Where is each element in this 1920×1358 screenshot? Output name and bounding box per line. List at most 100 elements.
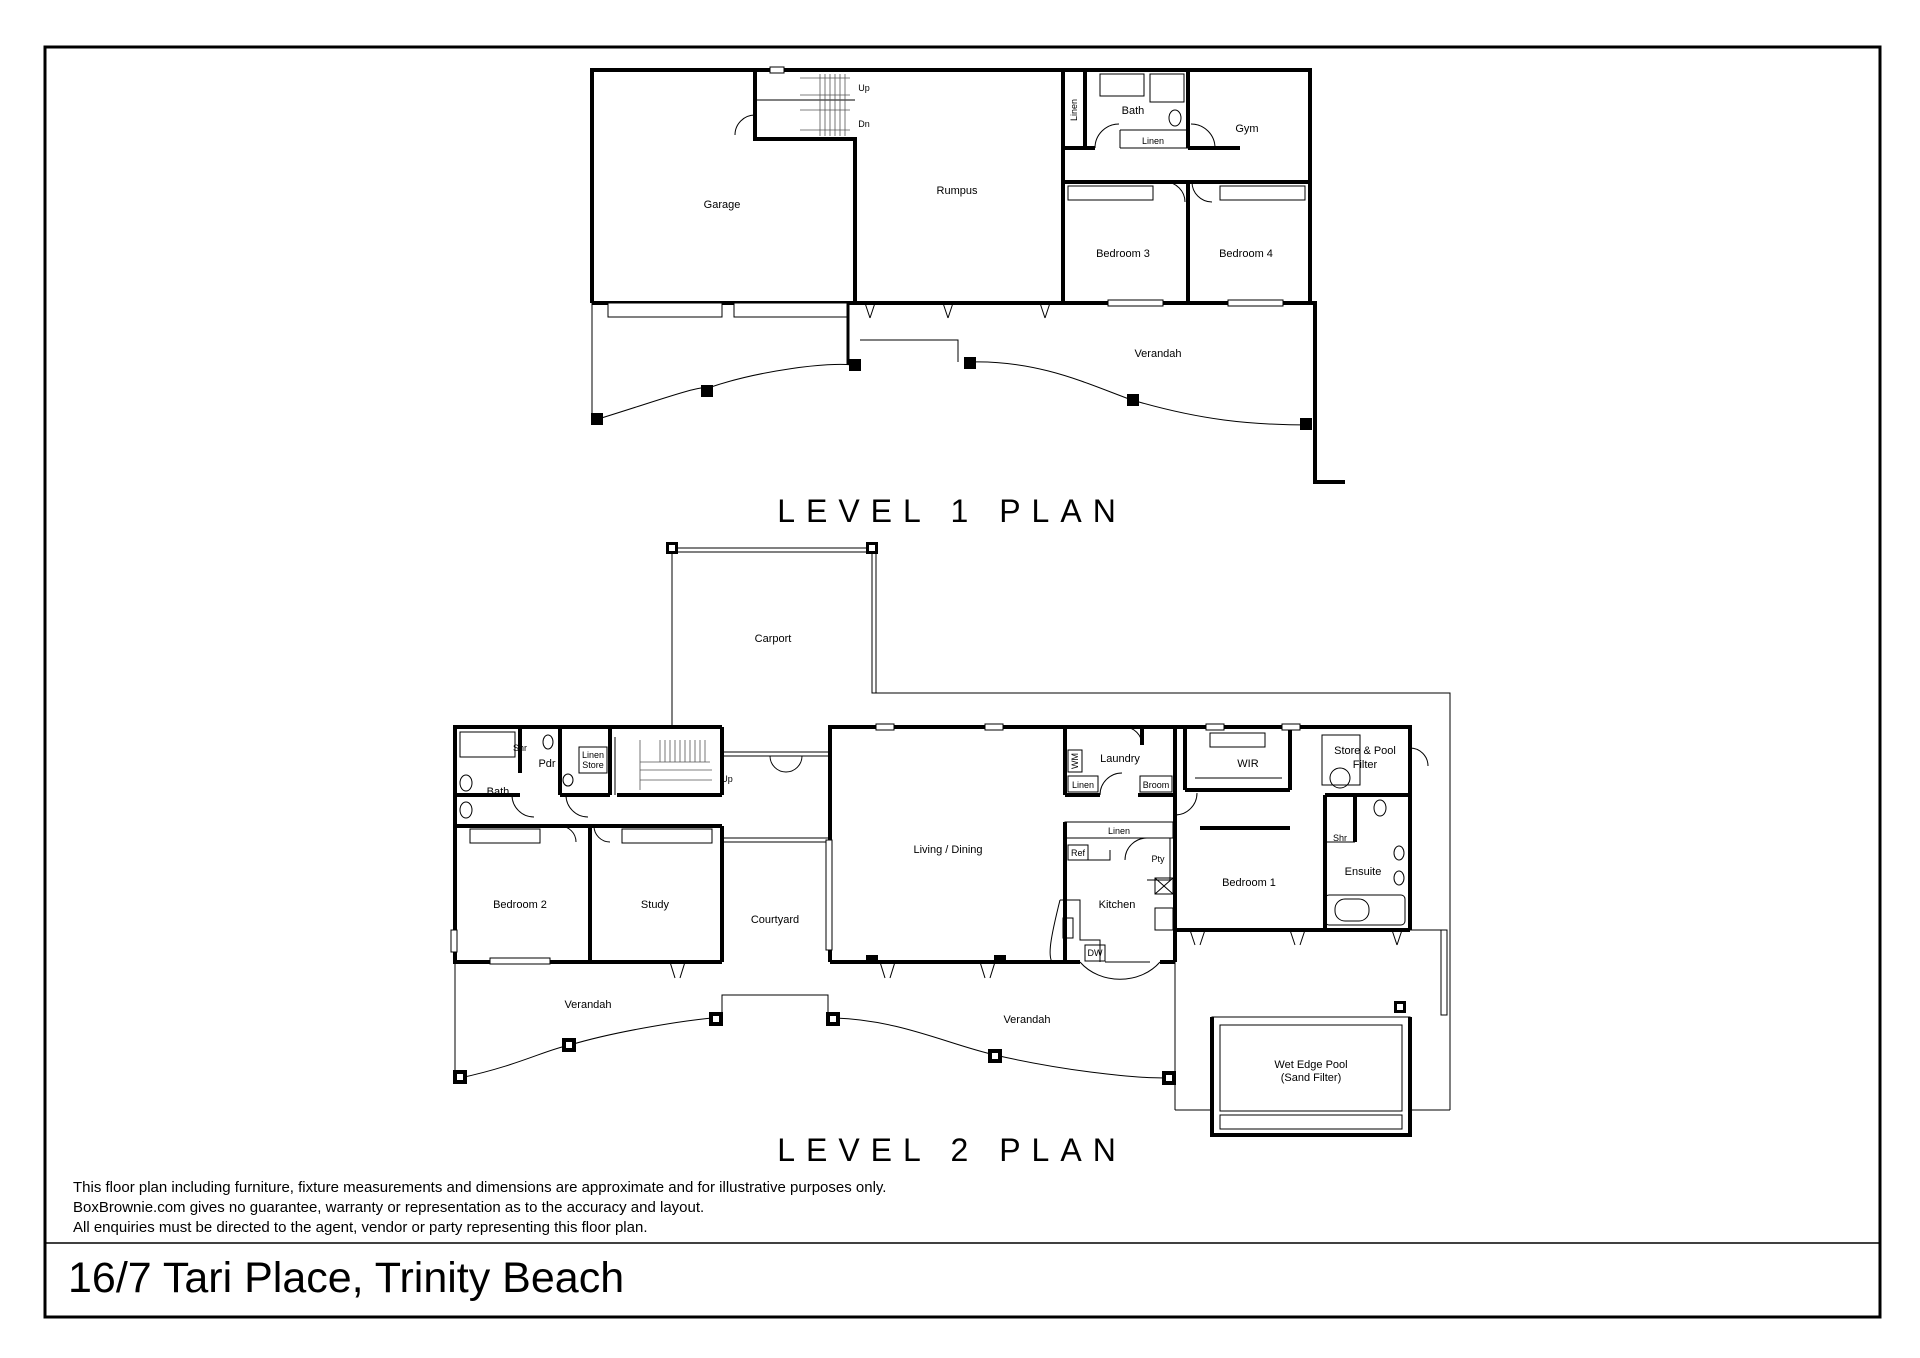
bedroom-1-top-window [1205, 723, 1225, 731]
pdr-toilet [542, 734, 554, 750]
level-2-plan: Up [450, 542, 1451, 1168]
garage-door-left [607, 302, 723, 318]
store-external-door [1409, 747, 1429, 767]
verandah-edge-right [969, 361, 1311, 426]
room-label-wir: WIR [1237, 758, 1258, 770]
room-label-bedroom-2: Bedroom 2 [493, 899, 547, 911]
verandah-post [701, 385, 713, 397]
room-label-kitchen-linen: Linen [1108, 826, 1130, 836]
room-label-pdr: Pdr [538, 758, 555, 770]
room-label-verandah: Verandah [1134, 348, 1181, 360]
pdr-door [565, 794, 589, 818]
room-label-ensuite-shower: Shr [1333, 833, 1347, 843]
level-1-stairs [800, 74, 850, 136]
carport-post-inner [869, 545, 875, 551]
verandah-edge-left [459, 1017, 713, 1079]
dishwasher [1084, 944, 1106, 962]
laundry-door [1099, 772, 1123, 796]
kitchen-island [1060, 899, 1101, 962]
verandah-step [721, 994, 829, 1018]
verandah-post [964, 357, 976, 369]
laundry-linen-cupboard [1067, 775, 1099, 793]
wir-shelf [1209, 732, 1266, 748]
room-label-living-dining: Living / Dining [913, 844, 982, 856]
garage-side-door [734, 114, 756, 136]
bedroom-3-window [1107, 299, 1164, 307]
verandah-post [1300, 418, 1312, 430]
bath-toilet [459, 774, 473, 792]
pdr-basin [562, 773, 574, 787]
bedroom-4-window [1227, 299, 1284, 307]
living-column [866, 955, 878, 964]
bedroom-2-door [559, 825, 577, 843]
bedroom-1-sliding-doors [1189, 929, 1403, 946]
bedroom-2-side-window [450, 929, 458, 953]
bedroom-1-top-window [1281, 723, 1301, 731]
disclaimer: This floor plan including furniture, fix… [73, 1178, 886, 1238]
bathtub [1334, 898, 1370, 922]
garage-door-right [733, 302, 849, 318]
room-label-shower: Shr [513, 743, 527, 753]
laundry-external-door [1123, 726, 1143, 746]
stair-up-label: Up [721, 774, 733, 784]
pool-filter [1329, 767, 1351, 789]
level-1-exterior-wall [590, 68, 1312, 303]
bedroom-4-door [1191, 181, 1213, 203]
room-label-laundry-linen: Linen [1072, 780, 1094, 790]
refrigerator [1067, 844, 1089, 861]
bath-toilet [1168, 109, 1182, 127]
pool-fence-window [1440, 929, 1448, 1016]
bedroom-3-wardrobe [1067, 185, 1154, 201]
bedroom-2-wardrobe [469, 828, 541, 844]
entry-double-door [769, 755, 803, 773]
room-label-courtyard: Courtyard [751, 914, 799, 926]
room-label-laundry: Laundry [1100, 753, 1140, 765]
sheet-border [43, 45, 1882, 1319]
bedroom-2-window [489, 957, 551, 965]
disclaimer-line: All enquiries must be directed to the ag… [73, 1219, 648, 1236]
living-column [994, 955, 1006, 964]
room-label-study: Study [641, 899, 670, 911]
kitchen-sink [1062, 917, 1074, 939]
pool-wet-edge [1219, 1114, 1403, 1130]
kitchen-cooktop [1154, 907, 1174, 931]
carport-post-inner [669, 545, 675, 551]
rumpus-sliding-doors [864, 302, 1051, 319]
room-label-dishwasher: DW [1088, 948, 1103, 958]
room-label-bath: Bath [1122, 105, 1145, 117]
room-label-washing-machine: WM [1070, 753, 1080, 769]
shower-tray [459, 731, 516, 758]
study-french-doors [669, 961, 686, 979]
ensuite-basin [1393, 870, 1405, 886]
room-label-bedroom-4: Bedroom 4 [1219, 248, 1273, 260]
verandah-edge-left [594, 363, 853, 421]
level-2-stairs [639, 740, 712, 790]
living-sliding-doors [879, 961, 996, 979]
pool-outline [1211, 1016, 1411, 1136]
bath-door [1094, 123, 1120, 149]
verandah-post [591, 413, 603, 425]
study-door [593, 825, 611, 843]
property-address: 16/7 Tari Place, Trinity Beach [68, 1254, 625, 1302]
bath-basin [459, 801, 473, 819]
level-1-title: LEVEL 1 PLAN [777, 493, 1127, 529]
study-wardrobe [621, 828, 713, 844]
bath-shower [1149, 73, 1185, 103]
kitchen-bay [1079, 961, 1161, 980]
room-label-broom: Broom [1143, 780, 1170, 790]
ensuite-toilet [1373, 799, 1387, 817]
verandah-edge-right [834, 1017, 1166, 1079]
living-side-window [825, 839, 833, 951]
room-label-linen-shelf: Linen [1142, 136, 1164, 146]
room-label-rumpus: Rumpus [937, 185, 978, 197]
room-label-pantry: Pty [1151, 854, 1165, 864]
kitchen-island-curve [1049, 899, 1061, 963]
room-label-linen-closet: Linen [1069, 99, 1079, 121]
washing-machine [1067, 749, 1083, 773]
room-label-kitchen: Kitchen [1099, 899, 1136, 911]
room-label-bath: Bath [487, 786, 510, 798]
